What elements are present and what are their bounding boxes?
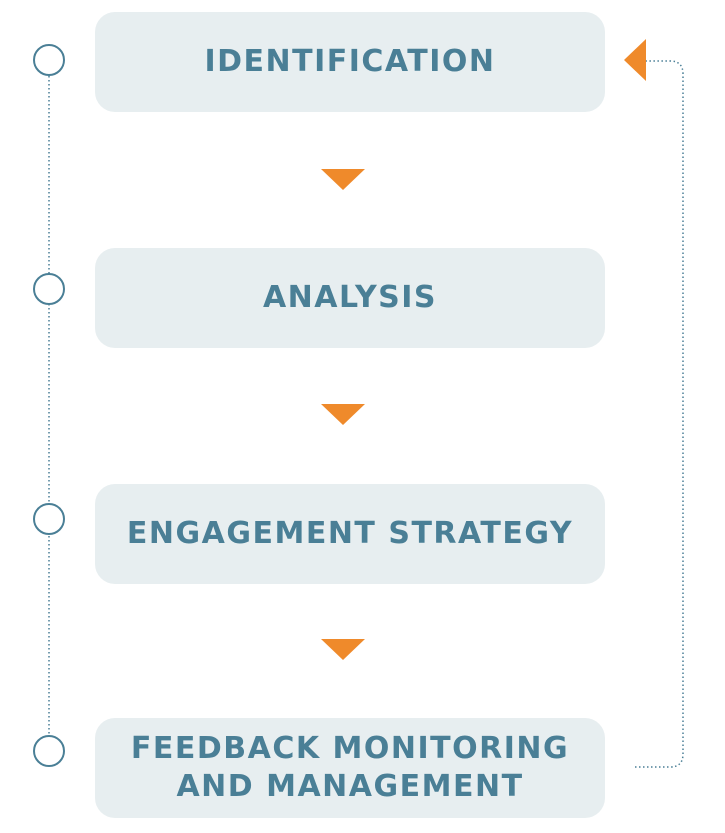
timeline-node-3-icon (33, 503, 65, 535)
step-label: ANALYSIS (262, 280, 438, 315)
flow-arrow-3-icon (321, 639, 365, 660)
flow-arrow-2-icon (321, 404, 365, 425)
timeline-node-1-icon (33, 44, 65, 76)
step-engagement-strategy: ENGAGEMENT STRATEGY (95, 484, 605, 584)
timeline-node-4-icon (33, 735, 65, 767)
step-label: FEEDBACK MONITORING AND MANAGEMENT (130, 731, 570, 804)
step-feedback-monitoring: FEEDBACK MONITORING AND MANAGEMENT (95, 718, 605, 818)
step-label: ENGAGEMENT STRATEGY (126, 516, 574, 551)
step-label: IDENTIFICATION (204, 44, 496, 79)
step-identification: IDENTIFICATION (95, 12, 605, 112)
flow-arrow-1-icon (321, 169, 365, 190)
feedback-loop-line (635, 60, 684, 768)
feedback-arrow-icon (624, 39, 646, 81)
timeline-node-2-icon (33, 273, 65, 305)
step-analysis: ANALYSIS (95, 248, 605, 348)
